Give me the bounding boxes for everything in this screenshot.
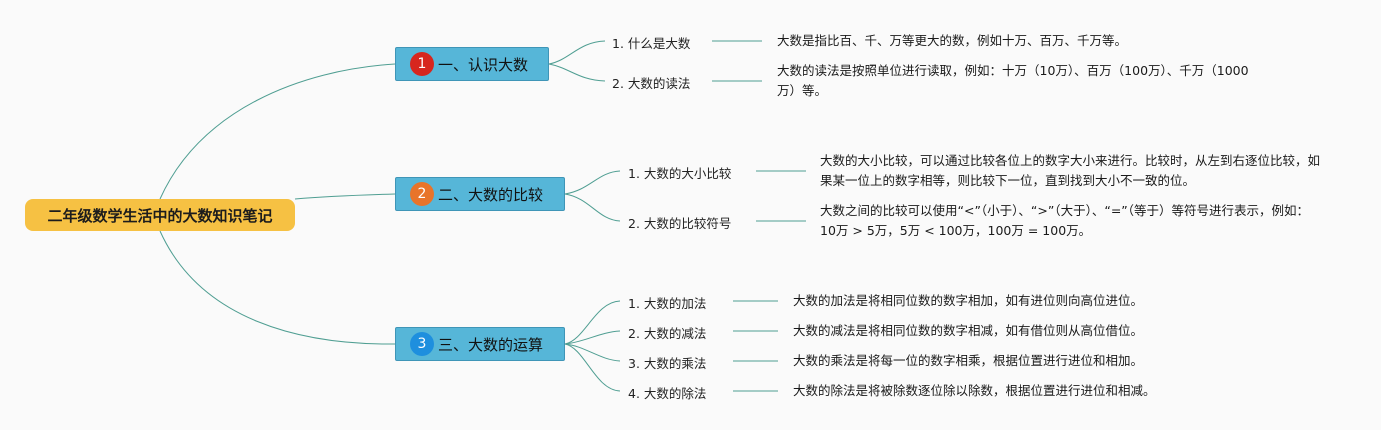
connector-b3-s4 <box>564 343 621 392</box>
branch-topic-3[interactable]: 3 三、大数的运算 <box>395 327 565 361</box>
connector-b3-s3 <box>564 343 621 362</box>
root-topic-label: 二年级数学生活中的大数知识笔记 <box>47 206 273 225</box>
description-3-2: 大数的减法是将相同位数的数字相减，如有借位则从高位借位。 <box>793 323 1144 338</box>
subtopic-3-1[interactable]: 1. 大数的加法 <box>628 296 707 311</box>
number-badge-1: 1 <box>410 52 434 76</box>
description-3-4: 大数的除法是将被除数逐位除以除数，根据位置进行进位和相减。 <box>793 383 1156 398</box>
branch-topic-3-label: 三、大数的运算 <box>438 335 544 354</box>
branch-topic-1-label: 一、认识大数 <box>438 55 529 74</box>
connector-root-branch-1 <box>159 63 396 200</box>
connector-b2-s2 <box>564 193 621 222</box>
subtopic-3-3[interactable]: 3. 大数的乘法 <box>628 356 707 371</box>
description-2-2: 大数之间的比较可以使用“<”（小于）、“>”（大于）、“=”（等于）等符号进行表… <box>820 203 1310 238</box>
subtopic-2-2[interactable]: 2. 大数的比较符号 <box>628 216 732 231</box>
subtopic-3-4[interactable]: 4. 大数的除法 <box>628 386 707 401</box>
number-badge-2: 2 <box>410 182 434 206</box>
branch-topic-2-label: 二、大数的比较 <box>438 185 544 204</box>
connector-root-branch-3 <box>159 230 396 345</box>
connector-b3-s2 <box>564 330 621 345</box>
subtopic-1-1[interactable]: 1. 什么是大数 <box>612 36 691 51</box>
description-1-1: 大数是指比百、千、万等更大的数，例如十万、百万、千万等。 <box>777 33 1128 48</box>
subtopic-1-2[interactable]: 2. 大数的读法 <box>612 76 691 91</box>
branch-topic-1[interactable]: 1 一、认识大数 <box>395 47 549 81</box>
description-1-2: 大数的读法是按照单位进行读取，例如：十万（10万）、百万（100万）、千万（10… <box>777 63 1249 98</box>
description-3-1: 大数的加法是将相同位数的数字相加，如有进位则向高位进位。 <box>793 293 1144 308</box>
subtopic-2-1[interactable]: 1. 大数的大小比较 <box>628 166 732 181</box>
description-2-1: 大数的大小比较，可以通过比较各位上的数字大小来进行。比较时，从左到右逐位比较，如… <box>820 153 1321 188</box>
connector-b1-s1 <box>548 40 606 65</box>
number-badge-3: 3 <box>410 332 434 356</box>
root-topic[interactable]: 二年级数学生活中的大数知识笔记 <box>25 199 295 231</box>
branch-topic-2[interactable]: 2 二、大数的比较 <box>395 177 565 211</box>
connector-root-branch-2 <box>294 193 396 200</box>
connector-b3-s1 <box>564 300 621 345</box>
description-3-3: 大数的乘法是将每一位的数字相乘，根据位置进行进位和相加。 <box>793 353 1144 368</box>
subtopic-3-2[interactable]: 2. 大数的减法 <box>628 326 707 341</box>
connector-b1-s2 <box>548 63 606 82</box>
connector-b2-s1 <box>564 170 621 195</box>
